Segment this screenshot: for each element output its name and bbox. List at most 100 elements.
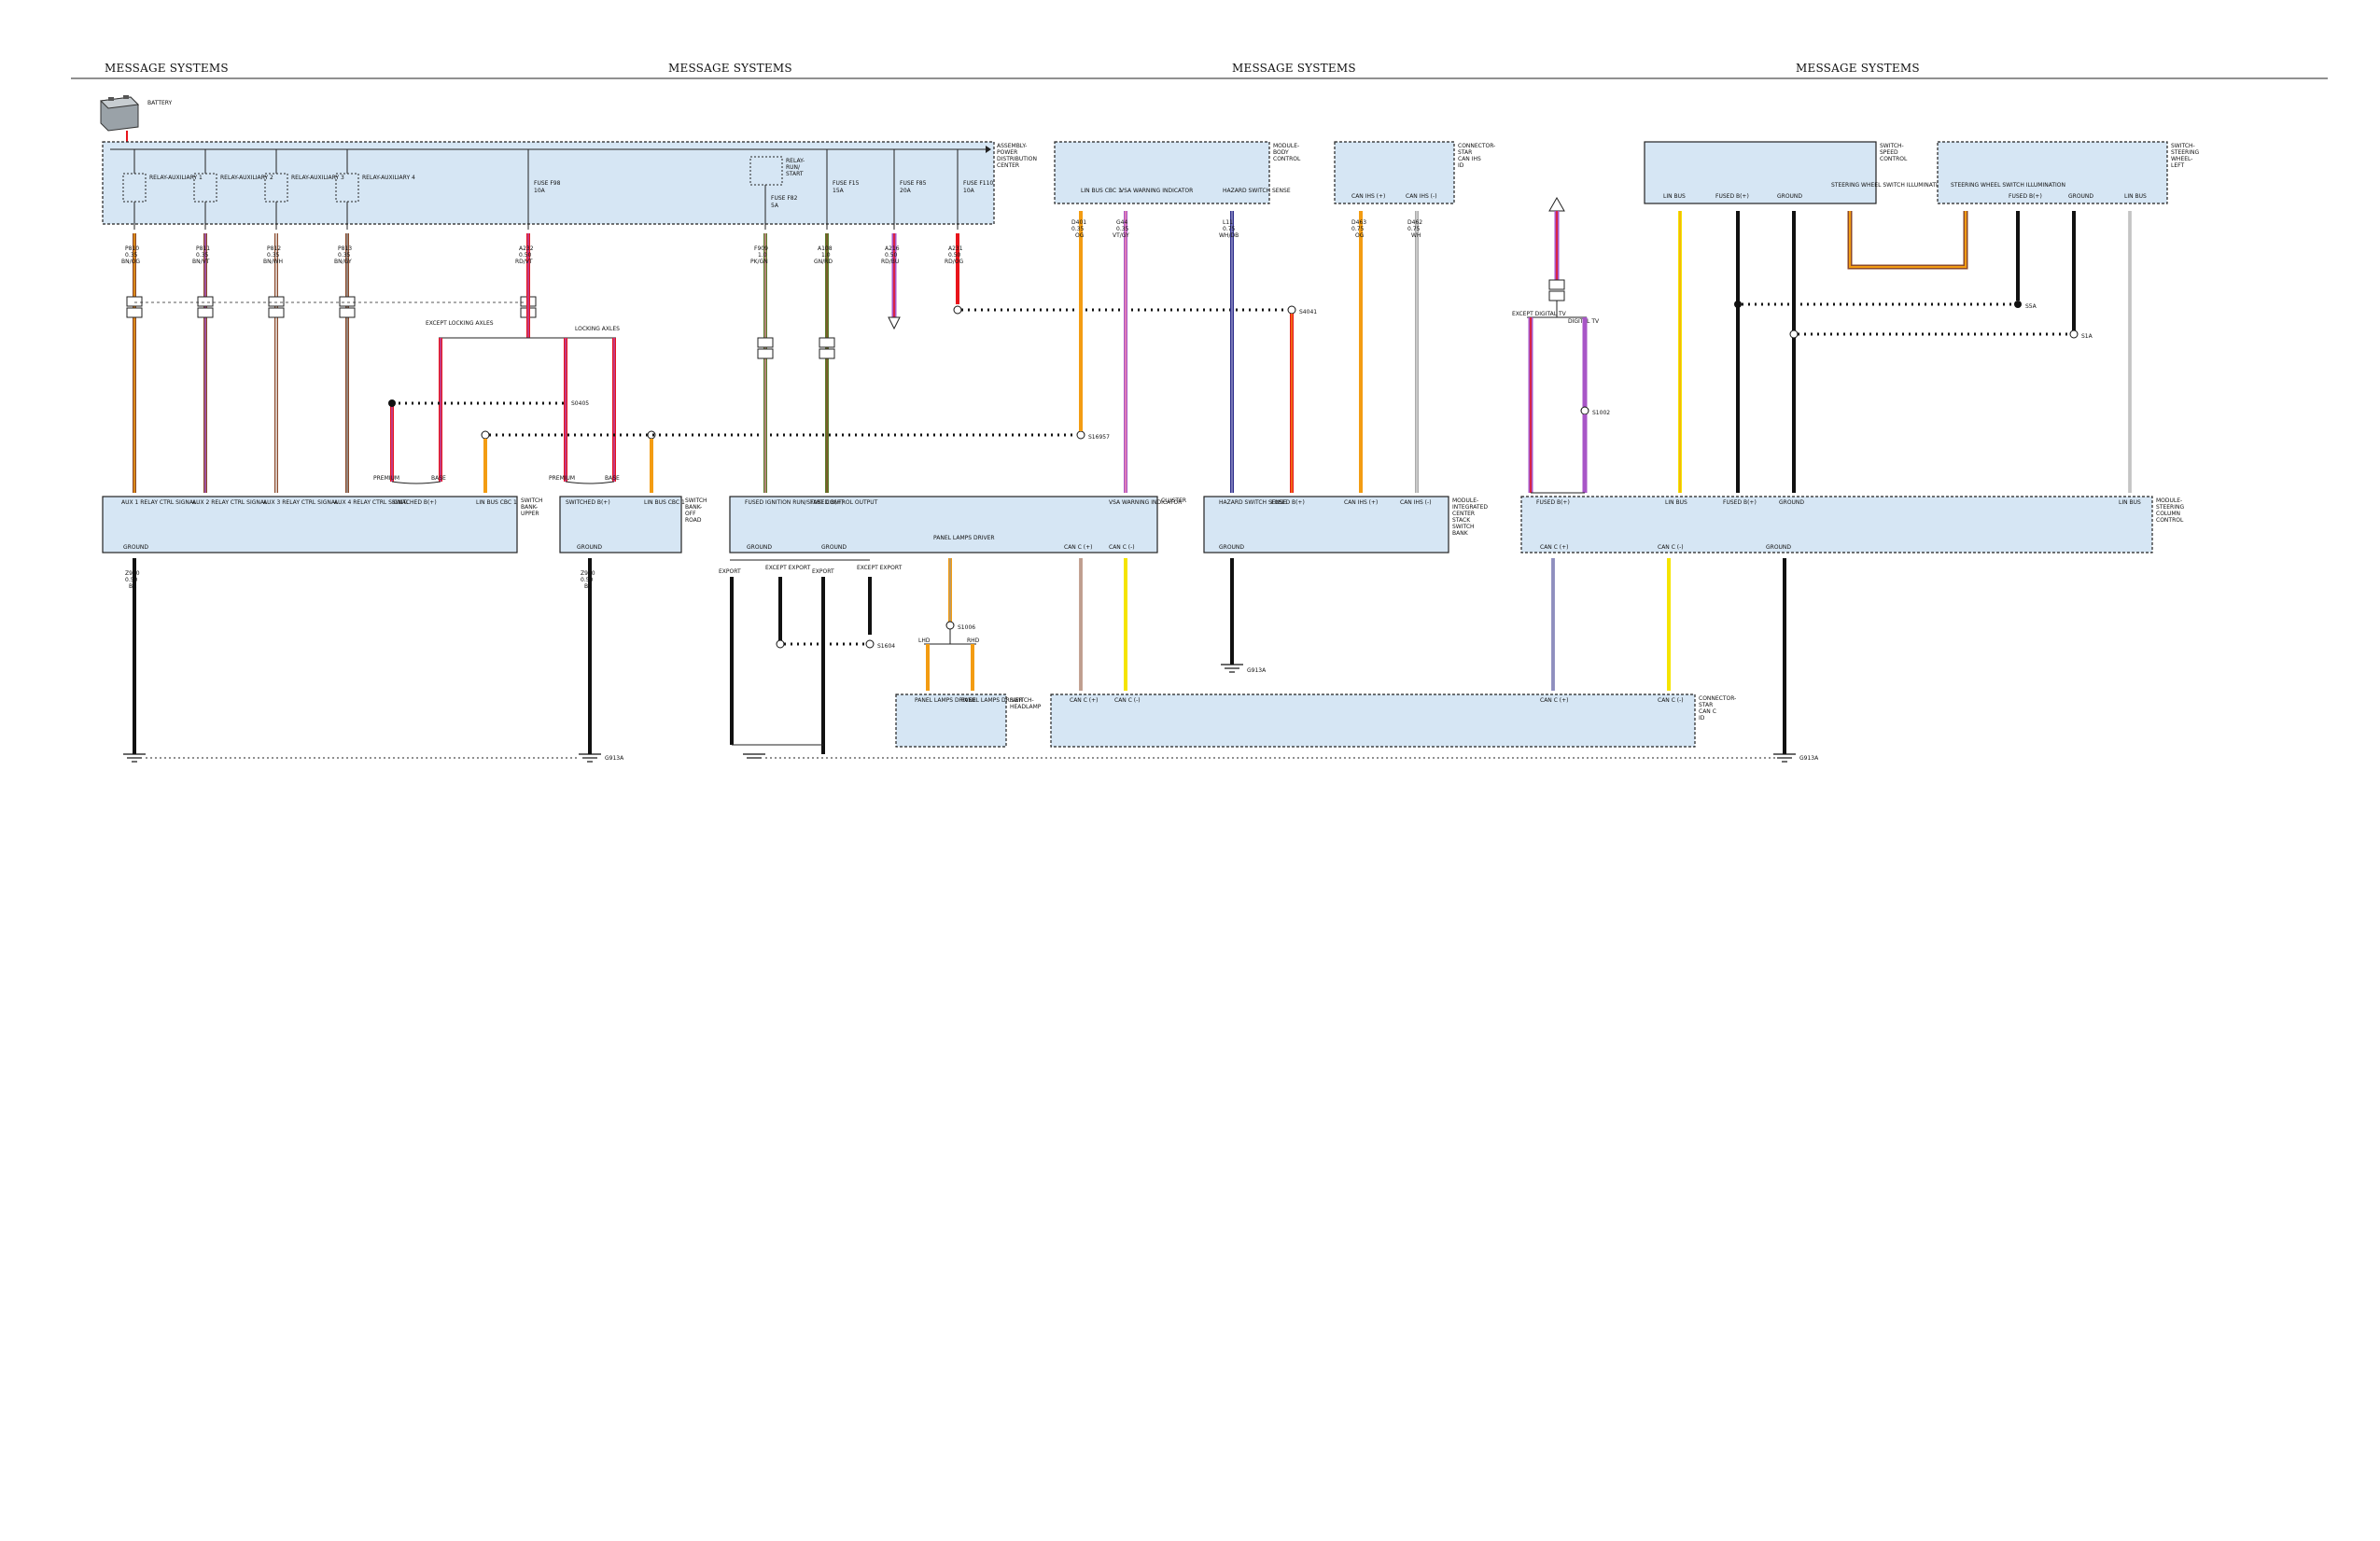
svg-text:P813: P813 [338, 245, 352, 252]
svg-text:1.0: 1.0 [758, 252, 767, 259]
pdc-label-3: DISTRIBUTION [997, 156, 1037, 162]
wire-aux1: P810 0.35 BN/OG [121, 233, 140, 493]
svg-text:S4041: S4041 [1299, 309, 1317, 315]
svg-text:0.50: 0.50 [125, 577, 138, 583]
svg-text:WHEEL-: WHEEL- [2171, 156, 2192, 162]
cluster-grounds: EXPORT EXCEPT EXPORT EXPORT EXCEPT EXPOR… [719, 559, 1785, 759]
svg-text:A231: A231 [948, 245, 963, 252]
svg-text:MODULE-: MODULE- [2156, 497, 2182, 504]
wire-f98: A232 0.50 RD/VT EXCEPT LOCKING AXLES LOC… [426, 233, 620, 339]
svg-text:CAN C: CAN C [1699, 708, 1716, 715]
svg-text:PK/GN: PK/GN [750, 259, 768, 265]
fuse-f98: FUSE F98 10A [527, 149, 561, 230]
wire-f82: F909 1.0 PK/GN [750, 233, 774, 493]
svg-text:S1006: S1006 [958, 624, 975, 631]
svg-text:BK: BK [584, 583, 593, 590]
svg-text:STEERING WHEEL SWITCH ILLUMINA: STEERING WHEEL SWITCH ILLUMINATION [1951, 182, 2065, 189]
module-steering-column-control: MODULE- STEERING COLUMN CONTROL FUSED B(… [1520, 496, 2184, 553]
wire-can-ihs-minus: D462 0.75 WH [1407, 211, 1422, 493]
svg-text:HEADLAMP: HEADLAMP [1010, 704, 1042, 710]
bcm-hazard-label: HAZARD SWITCH SENSE [1223, 188, 1291, 194]
svg-text:SWITCH-: SWITCH- [2171, 143, 2195, 149]
svg-text:0.75: 0.75 [1223, 226, 1236, 232]
svg-text:P810: P810 [125, 245, 139, 252]
svg-text:CENTER: CENTER [1452, 511, 1475, 517]
iccs-ground: G913A [1221, 558, 1267, 674]
relay-run-start-label-3: START [786, 171, 804, 177]
svg-text:BASE: BASE [605, 475, 620, 482]
connector-star-can-ihs: CONNECTOR- STAR CAN IHS ID CAN IHS (+) C… [1334, 141, 1495, 204]
fuse-f15-amp: 15A [833, 188, 845, 194]
svg-text:WH/DB: WH/DB [1219, 232, 1239, 239]
relay-run-start-label-1: RELAY- [786, 158, 805, 164]
connector-star-can-c: CONNECTOR- STAR CAN C ID CAN C (+) CAN C… [1050, 693, 1736, 748]
svg-text:HAZARD SWITCH SENSE: HAZARD SWITCH SENSE [1219, 499, 1287, 506]
svg-text:G913A: G913A [1799, 755, 1819, 762]
aux1-signal-label: AUX 1 RELAY CTRL SIGNAL [121, 499, 197, 506]
svg-text:A216: A216 [885, 245, 900, 252]
svg-text:WH: WH [1411, 232, 1421, 239]
svg-text:SWITCH: SWITCH [685, 497, 707, 504]
svg-text:RD/BU: RD/BU [881, 259, 899, 265]
svg-text:COLUMN: COLUMN [2156, 511, 2180, 517]
svg-text:D401: D401 [1071, 219, 1086, 226]
svg-text:D462: D462 [1407, 219, 1422, 226]
svg-text:CAN C (+): CAN C (+) [1070, 697, 1099, 704]
wire-aux3: P812 0.35 BN/WH [263, 233, 283, 493]
aux4-signal-label: AUX 4 RELAY CTRL SIGNAL [334, 499, 410, 506]
svg-text:FUSED IGNITION RUN/START CONTR: FUSED IGNITION RUN/START CONTROL OUTPUT [745, 499, 878, 506]
svg-text:P811: P811 [196, 245, 210, 252]
wire-lin-cbc1: S16957 [481, 430, 1110, 493]
sccm-lower-wires: G913A [1551, 558, 1819, 763]
svg-text:GROUND: GROUND [1219, 544, 1244, 551]
svg-text:LIN BUS CBC 1: LIN BUS CBC 1 [644, 499, 685, 506]
relay-aux-2: RELAY-AUXILIARY 2 [193, 149, 273, 230]
svg-text:EXCEPT DIGITAL TV: EXCEPT DIGITAL TV [1512, 311, 1567, 317]
svg-text:FUSED B(+): FUSED B(+) [810, 499, 844, 506]
relay-aux-3-label: RELAY-AUXILIARY 3 [291, 175, 344, 181]
svg-text:STEERING: STEERING [2156, 504, 2184, 511]
page-header-2: MESSAGE SYSTEMS [668, 62, 792, 75]
svg-text:S1604: S1604 [877, 643, 895, 650]
svg-text:0.35: 0.35 [267, 252, 280, 259]
svg-text:LOCKING AXLES: LOCKING AXLES [575, 326, 620, 332]
svg-text:OG: OG [1355, 232, 1365, 239]
svg-text:INTEGRATED: INTEGRATED [1452, 504, 1488, 511]
svg-text:0.50: 0.50 [885, 252, 898, 259]
fuse-f85-label: FUSE F85 [900, 180, 927, 187]
svg-text:STEERING: STEERING [2171, 149, 2199, 156]
fuse-f98-amp: 10A [534, 188, 546, 194]
wire-panel-lamps: S1006 LHD RHD [918, 558, 980, 691]
svg-text:FUSED B(+): FUSED B(+) [2009, 193, 2042, 200]
module-body-control: MODULE- BODY CONTROL LIN BUS CBC 1 VSA W… [1054, 141, 1301, 204]
svg-text:0.50: 0.50 [581, 577, 594, 583]
svg-text:1.0: 1.0 [821, 252, 831, 259]
relay-aux-1: RELAY-AUXILIARY 1 [122, 149, 203, 230]
svg-text:BODY: BODY [1273, 149, 1289, 156]
svg-text:G44: G44 [1116, 219, 1127, 226]
svg-text:PREMIUM: PREMIUM [549, 475, 575, 482]
svg-text:CAN IHS (-): CAN IHS (-) [1400, 499, 1432, 506]
svg-text:CONTROL: CONTROL [1880, 156, 1908, 162]
svg-text:S5A: S5A [2025, 303, 2037, 310]
wire-vsa: G44 0.35 VT/GY [1113, 211, 1129, 493]
fuse-f85-amp: 20A [900, 188, 912, 194]
svg-text:GROUND: GROUND [123, 544, 148, 551]
power-distribution-center: ASSEMBLY- POWER DISTRIBUTION CENTER RELA… [102, 141, 1037, 230]
aux3-signal-label: AUX 3 RELAY CTRL SIGNAL [263, 499, 339, 506]
svg-text:0.75: 0.75 [1351, 226, 1365, 232]
bcm-vsa-label: VSA WARNING INDICATOR [1120, 188, 1193, 194]
svg-text:0.35: 0.35 [196, 252, 209, 259]
svg-text:SWITCHED B(+): SWITCHED B(+) [392, 499, 437, 506]
svg-text:CAN IHS: CAN IHS [1458, 156, 1481, 162]
svg-text:S1002: S1002 [1592, 410, 1610, 416]
svg-text:FUSED B(+): FUSED B(+) [1715, 193, 1749, 200]
relay-aux-1-label: RELAY-AUXILIARY 1 [149, 175, 203, 181]
svg-text:EXPORT: EXPORT [719, 568, 741, 575]
wire-can-ihs-plus: D463 0.75 OG [1351, 211, 1366, 493]
switch-bank-upper: SWITCH BANK- UPPER AUX 1 RELAY CTRL SIGN… [102, 496, 543, 553]
svg-text:S1A: S1A [2081, 333, 2093, 340]
svg-text:BN/WH: BN/WH [263, 259, 283, 265]
relay-aux-3: RELAY-AUXILIARY 3 [264, 149, 344, 230]
wire-can-c-cluster [1079, 558, 1127, 691]
